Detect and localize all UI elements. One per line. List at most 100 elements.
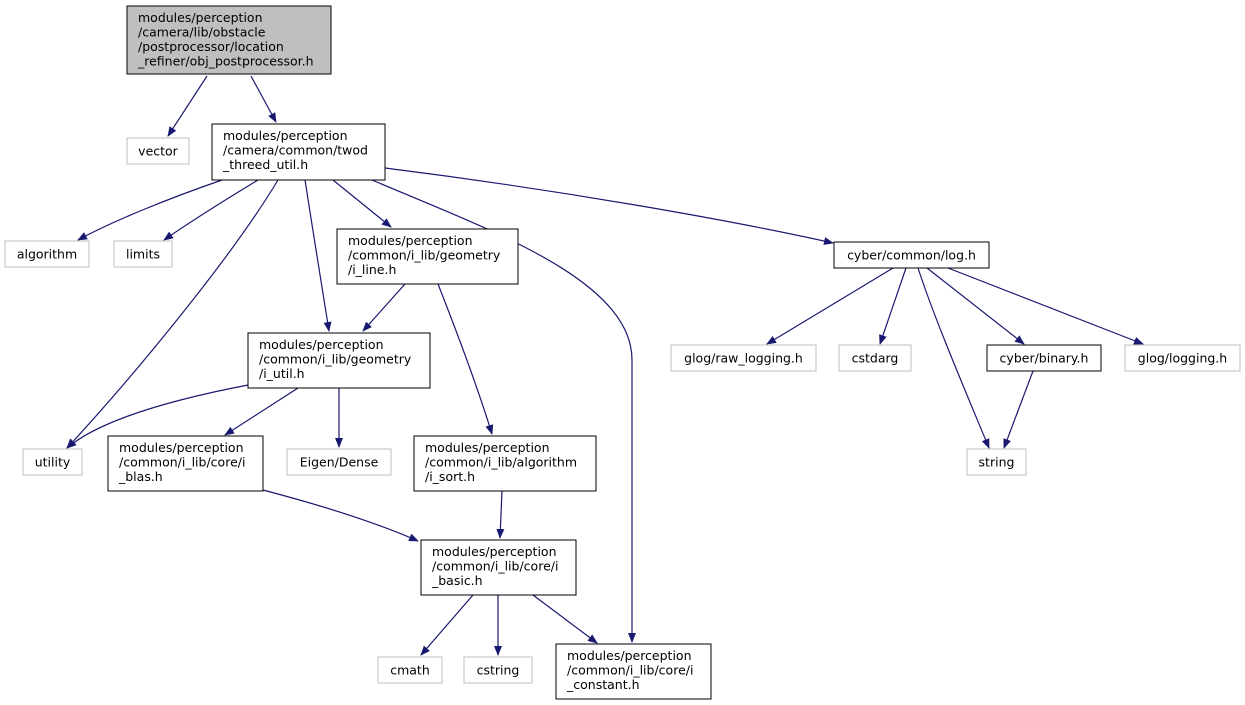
node-label-line: _refiner/obj_postprocessor.h <box>137 54 314 69</box>
node-label-line: cmath <box>390 663 430 678</box>
node-label-line: modules/perception <box>567 648 692 663</box>
node-label-line: string <box>979 455 1015 470</box>
node-i_line[interactable]: modules/perception/common/i_lib/geometry… <box>336 228 519 285</box>
edge-i_util-to-i_blas <box>224 387 299 436</box>
node-label-line: algorithm <box>17 247 77 262</box>
node-log[interactable]: cyber/common/log.h <box>833 241 990 269</box>
node-box <box>1124 344 1241 372</box>
node-label-line: /camera/common/twod <box>223 143 368 158</box>
node-label-line: /i_sort.h <box>425 469 475 484</box>
edge-root-to-vector <box>167 75 208 137</box>
edge-root-to-twod <box>250 75 277 123</box>
node-i_blas[interactable]: modules/perception/common/i_lib/core/i_b… <box>107 435 264 492</box>
edge-i_line-to-i_sort <box>437 283 494 435</box>
edge-i_blas-to-i_basic <box>262 489 419 542</box>
node-cmath: cmath <box>377 656 443 684</box>
node-logging: glog/logging.h <box>1124 344 1241 372</box>
edge-twod-to-i_util <box>304 179 332 332</box>
node-label-line: cyber/common/log.h <box>847 248 976 263</box>
node-label-line: glog/raw_logging.h <box>684 351 803 366</box>
node-box <box>986 344 1102 372</box>
node-root[interactable]: modules/perception/camera/lib/obstacle/p… <box>126 5 332 75</box>
node-box <box>555 643 712 700</box>
node-i_sort[interactable]: modules/perception/common/i_lib/algorith… <box>413 435 597 492</box>
edge-twod-to-algorithm <box>77 179 223 241</box>
node-box <box>211 123 386 181</box>
edge-twod-to-i_constant <box>371 179 636 643</box>
edge-i_basic-to-cmath <box>420 594 474 656</box>
node-label-line: cstring <box>477 663 520 678</box>
node-label-line: /i_util.h <box>259 366 305 381</box>
node-box <box>838 344 912 372</box>
node-limits: limits <box>113 240 173 268</box>
node-binary[interactable]: cyber/binary.h <box>986 344 1102 372</box>
node-label-line: /common/i_lib/geometry <box>259 352 412 367</box>
node-label-line: limits <box>126 247 160 262</box>
nodes-layer: modules/perception/camera/lib/obstacle/p… <box>4 5 1241 700</box>
node-label-line: _threed_util.h <box>222 157 308 172</box>
node-box <box>833 241 990 269</box>
node-label-line: modules/perception <box>432 544 557 559</box>
node-cstring: cstring <box>463 656 533 684</box>
node-label-line: /common/i_lib/algorithm <box>425 455 577 470</box>
node-label-line: vector <box>138 144 179 159</box>
edge-twod-to-limits <box>163 179 259 241</box>
node-box <box>4 240 90 268</box>
node-label-line: modules/perception <box>138 10 263 25</box>
node-box <box>670 344 817 372</box>
node-box <box>126 137 190 165</box>
edge-i_util-to-utility <box>66 384 249 449</box>
node-label-line: /common/i_lib/core/i <box>567 663 693 678</box>
node-i_basic[interactable]: modules/perception/common/i_lib/core/i_b… <box>420 539 577 596</box>
edge-i_line-to-i_util <box>362 283 406 332</box>
edge-log-to-string <box>917 267 990 449</box>
node-algorithm: algorithm <box>4 240 90 268</box>
edge-binary-to-string <box>1003 370 1034 449</box>
node-i_constant[interactable]: modules/perception/common/i_lib/core/i_c… <box>555 643 712 700</box>
node-label-line: Eigen/Dense <box>300 455 379 470</box>
node-box <box>377 656 443 684</box>
node-i_util[interactable]: modules/perception/common/i_lib/geometry… <box>247 332 431 389</box>
node-box <box>966 448 1027 476</box>
edge-log-to-binary <box>926 267 1025 345</box>
node-label-line: _basic.h <box>431 573 483 588</box>
edge-i_basic-to-i_constant <box>532 594 598 644</box>
node-label-line: modules/perception <box>259 337 384 352</box>
node-string: string <box>966 448 1027 476</box>
node-label-line: modules/perception <box>425 440 550 455</box>
node-box <box>413 435 597 492</box>
node-label-line: modules/perception <box>119 440 244 455</box>
node-box <box>113 240 173 268</box>
node-cstdarg: cstdarg <box>838 344 912 372</box>
node-label-line: /common/i_lib/core/i <box>119 455 245 470</box>
node-box <box>336 228 519 285</box>
node-label-line: modules/perception <box>348 233 473 248</box>
edge-twod-to-i_line <box>332 179 392 228</box>
node-twod[interactable]: modules/perception/camera/common/twod_th… <box>211 123 386 181</box>
node-label-line: cstdarg <box>852 351 899 366</box>
node-box <box>420 539 577 596</box>
edge-log-to-raw_logging <box>766 267 894 345</box>
node-box <box>286 448 392 476</box>
edge-twod-to-log <box>384 167 834 245</box>
node-label-line: cyber/binary.h <box>1000 351 1089 366</box>
node-label-line: /common/i_lib/core/i <box>432 559 558 574</box>
node-label-line: /camera/lib/obstacle <box>138 25 266 40</box>
node-label-line: _constant.h <box>566 677 640 692</box>
node-box <box>22 448 83 476</box>
node-label-line: _blas.h <box>118 469 163 484</box>
node-box <box>247 332 431 389</box>
edges-layer <box>66 75 1144 656</box>
node-box <box>126 5 332 75</box>
node-label-line: utility <box>35 455 71 470</box>
edge-log-to-cstdarg <box>879 267 907 345</box>
node-vector: vector <box>126 137 190 165</box>
node-box <box>107 435 264 492</box>
node-label-line: /postprocessor/location <box>138 39 284 54</box>
node-utility: utility <box>22 448 83 476</box>
node-label-line: /common/i_lib/geometry <box>348 248 501 263</box>
edge-twod-to-utility <box>66 179 279 449</box>
edge-i_sort-to-i_basic <box>496 490 505 539</box>
node-label-line: glog/logging.h <box>1138 351 1227 366</box>
